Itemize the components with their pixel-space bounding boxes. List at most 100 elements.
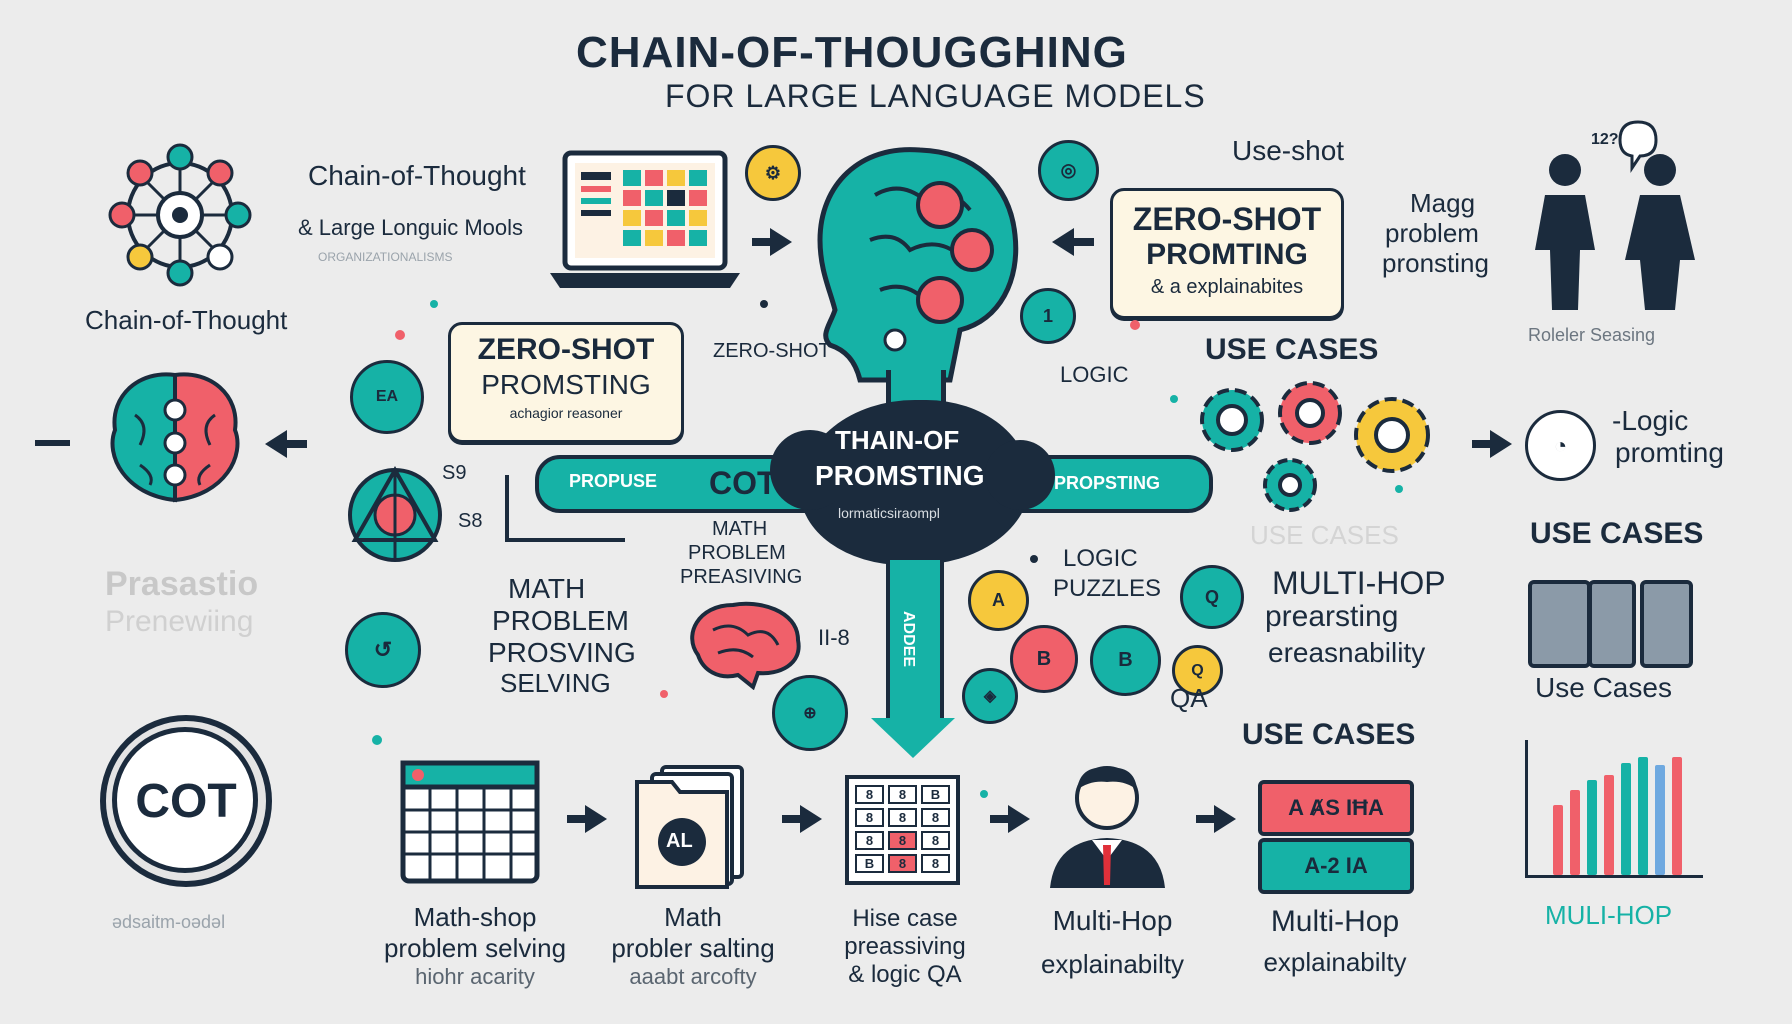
multi-hop-mid-1: MULTI-HOP	[1272, 565, 1446, 601]
arrow-right-5-icon	[990, 805, 1030, 833]
network-wheel-icon	[108, 143, 252, 287]
answer-card-bottom: A-2 IA	[1258, 838, 1414, 894]
deco-dot	[1030, 555, 1038, 563]
answer-card-top: A ȺS IĦA	[1258, 780, 1414, 836]
math-center-2: PROBLEM	[688, 542, 786, 564]
deco-dot	[660, 690, 668, 698]
logic-puzzles-1: LOGIC	[1063, 545, 1138, 572]
logic-label-mid: LOGIC	[1060, 362, 1129, 387]
grid-cell: B	[855, 854, 884, 873]
cot-pill-big: COT	[709, 465, 777, 501]
grid-cell: 8	[888, 854, 917, 873]
use-cases-heading-1: USE CASES	[1205, 333, 1379, 366]
magg-line3: pronsting	[1382, 248, 1489, 278]
use-cases-faint: USE CASES	[1250, 520, 1399, 550]
grid-cell: B	[921, 785, 950, 804]
puzzle-icon-1: A	[968, 570, 1029, 631]
arrow-right-2-icon	[1472, 430, 1512, 458]
zs-right-line3: & a explainabites	[1150, 276, 1304, 298]
deco-dot	[760, 300, 768, 308]
num-s8: S8	[458, 510, 483, 532]
zs-right-line1: ZERO-SHOT	[1132, 201, 1322, 237]
magg-line2: problem	[1385, 218, 1479, 248]
qa-badge-icon: Q	[1172, 645, 1223, 696]
page-title: CHAIN-OF-THOUGGHING	[576, 28, 1128, 77]
caption-5-l2: explainabilty	[1263, 947, 1407, 977]
caption-1-l2: problem selving	[383, 933, 567, 963]
caption-4-l1: Multi-Hop	[1052, 905, 1173, 936]
caption-2-l2: probler salting	[611, 933, 775, 963]
businessman-icon	[1050, 766, 1165, 888]
zs-right-line2: PROMTING	[1146, 238, 1308, 271]
arrow-right-icon	[752, 228, 792, 256]
upper-left-heading: Chain-of-Thought	[308, 160, 526, 191]
magg-caption: Roleler Seasing	[1528, 325, 1656, 345]
cot-badge: COT	[100, 715, 272, 887]
cloud-sub: lormaticsiraompl	[838, 505, 940, 521]
blurred-text-2: Prenewiing	[105, 605, 254, 638]
gear-small-icon: ⚙	[745, 145, 801, 201]
gears-icon	[1200, 381, 1430, 512]
qa-label: QA	[1170, 683, 1208, 713]
cards-stack-icon	[1528, 580, 1693, 668]
math-center-3: PREASIVING	[680, 566, 803, 588]
logic-puzzles-2: PUZZLES	[1053, 575, 1162, 602]
connector-line	[505, 475, 509, 540]
calendar-icon	[400, 760, 540, 884]
math-left-3: PROSVING	[488, 637, 636, 668]
use-cases-heading-4: USE CASES	[1242, 718, 1416, 751]
center-cloud-bump-2	[985, 440, 1055, 510]
puzzle-icon-2: B	[1010, 625, 1078, 693]
left-caption: ədsaitm-oədəl	[112, 912, 226, 932]
use-cases-heading-3: Use Cases	[1535, 672, 1672, 703]
blurred-text-1: Prasastio	[105, 565, 259, 603]
stem-text: ADDEE	[900, 610, 918, 668]
cloud-title-1: THAIN-OF	[835, 425, 960, 455]
num-s9: S9	[442, 462, 467, 484]
cot-label: Chain-of-Thought	[85, 305, 288, 335]
globe-icon: ⊕	[772, 675, 848, 751]
arrow-right-4-icon	[782, 805, 822, 833]
number-grid: 8 8 B 8 8 8 8 8 8 B 8 8	[845, 775, 960, 885]
grid-cell: 8	[855, 808, 884, 827]
zs-left-line1: ZERO-SHOT	[477, 333, 655, 366]
qa-icon: Q	[1180, 565, 1244, 629]
grid-cell: 8	[888, 831, 917, 850]
laptop-icon	[550, 150, 740, 288]
logic-label-1: -Logic	[1612, 405, 1689, 436]
math-left-2: PROBLEM	[492, 605, 629, 636]
arrow-left-icon	[265, 430, 307, 458]
ea-icon: EA	[350, 360, 424, 434]
math-center-1: MATH	[712, 518, 768, 540]
clock-icon: ◔	[1525, 410, 1596, 481]
answer-card-top-text: A ȺS IĦA	[1288, 795, 1384, 820]
multi-hop-mid-2: prearsting	[1265, 600, 1399, 633]
upper-left-tiny: ORGANIZATIONALISMS	[318, 250, 453, 264]
connector-line-h	[505, 538, 625, 542]
cot-badge-text: COT	[135, 774, 237, 828]
deco-dot	[1130, 320, 1140, 330]
arrow-left-2-icon	[1052, 228, 1094, 256]
center-cloud-bump	[770, 430, 850, 510]
zero-shot-callout-right: ZERO-SHOT PROMTING & a explainabites	[1110, 188, 1344, 319]
caption-4: Multi-Hop explainabilty	[1010, 905, 1215, 980]
grid-cell: 8	[921, 854, 950, 873]
side-number: II-8	[818, 625, 850, 650]
deco-dot	[430, 300, 438, 308]
cloud-title-2: PROMSTING	[815, 460, 985, 491]
cot-pill-small: PROPUSE	[569, 471, 658, 491]
document-icon	[635, 765, 744, 889]
pin-icon: 1	[1020, 288, 1076, 344]
deco-dot	[1395, 485, 1403, 493]
caption-1-l3: hiohr acarity	[415, 964, 535, 989]
document-label: AL	[666, 830, 693, 852]
people-icon	[1535, 120, 1695, 310]
caption-5: Multi-Hop explainabilty	[1230, 905, 1440, 978]
caption-3-l2: preassiving	[844, 933, 966, 960]
down-arrow-head	[871, 718, 955, 758]
caption-3: Hise case preassiving & logic QA	[800, 905, 1010, 989]
deco-dot	[395, 330, 405, 340]
geometry-icon	[348, 465, 442, 562]
down-arrow-stem	[886, 560, 944, 720]
use-shot-label: Use-shot	[1232, 135, 1345, 166]
